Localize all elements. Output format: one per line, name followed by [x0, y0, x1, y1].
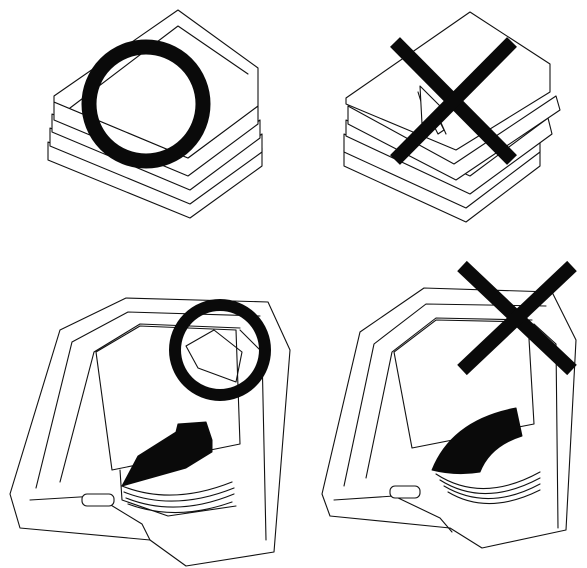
paper-tray-incorrect [322, 288, 576, 548]
paper-tray-correct [10, 298, 290, 566]
misaligned-paper-stack [344, 12, 560, 222]
